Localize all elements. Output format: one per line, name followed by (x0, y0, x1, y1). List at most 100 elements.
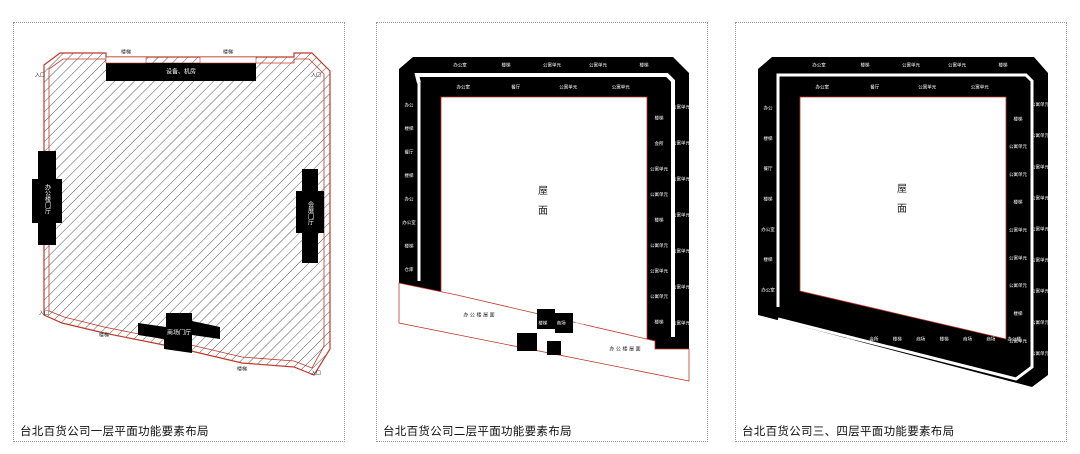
unit-label: 公寓单元 (1009, 338, 1027, 345)
bottom-core-c (517, 333, 537, 351)
unit-label: 公寓单元 (650, 165, 668, 172)
unit-label: 公寓单元 (902, 62, 920, 69)
unit-label: 公寓单元 (672, 104, 690, 111)
floor-3-corridor (776, 73, 1034, 381)
unit-label: 楼梯 (405, 172, 414, 179)
unit-label: 公寓单元 (650, 268, 668, 275)
unit-label: 公寓单元 (589, 62, 607, 69)
floor-2-corridor (414, 73, 675, 337)
unit-label: 楼梯 (655, 217, 664, 224)
unit-label: 楼梯 (861, 62, 870, 69)
unit-label: 公寓单元 (1009, 227, 1027, 234)
unit-label: 公寓单元 (672, 212, 690, 219)
unit-label: 办公室 (457, 84, 471, 91)
unit-label: 公寓单元 (559, 84, 577, 91)
unit-label: 商场 (916, 336, 925, 343)
se-entry-label: 入口 (311, 371, 321, 377)
bottom-stair2-label: 楼梯 (237, 366, 247, 373)
floor-3-unit-labels: 办公室楼梯公寓单元公寓单元楼梯办公室餐厅公寓单元公寓单元公寓单元公寓单元公寓单元… (761, 62, 1049, 357)
unit-label: 办公室 (797, 336, 811, 343)
unit-label: 公寓单元 (1009, 143, 1027, 150)
bottom-left-label: 办 公 楼 屋 面 (463, 312, 494, 319)
unit-label: 公寓单元 (1031, 319, 1049, 326)
roof-char-1: 屋 (538, 185, 548, 197)
right-core (296, 169, 324, 263)
panel-1-caption: 台北百货公司一层平面功能要素布局 (20, 424, 209, 438)
unit-label: 会所 (520, 320, 529, 327)
unit-label: 公寓单元 (1031, 132, 1049, 139)
unit-label: 楼梯 (575, 320, 584, 327)
unit-label: 公寓单元 (1031, 163, 1049, 170)
roof-char-2: 面 (897, 204, 907, 215)
top-stair-left (105, 56, 147, 64)
floor-2-unit-labels: 办公室楼梯公寓单元公寓单元楼梯办公室餐厅公寓单元公寓单元公寓单元公寓单元公寓单元… (402, 62, 690, 327)
unit-label: 商场 (986, 336, 995, 343)
unit-label: 公寓单元 (1031, 350, 1049, 357)
floor-plan-panel-1: 楼梯 楼梯 设备、机房 办公楼门厅 会展门厅 商场门厅 入口 入口 入口 入口 … (13, 22, 345, 442)
unit-label: 公寓单元 (1009, 254, 1027, 261)
unit-label: 公寓单元 (1009, 171, 1027, 178)
unit-label: 商场 (846, 336, 855, 343)
top-stair-right-label: 楼梯 (223, 49, 233, 56)
unit-label: 餐厅 (764, 165, 773, 172)
unit-label: 公寓单元 (948, 62, 966, 69)
unit-label: 楼梯 (999, 62, 1008, 69)
panel-2-caption: 台北百货公司二层平面功能要素布局 (383, 424, 572, 438)
unit-label: 楼梯 (764, 196, 773, 203)
floor-2-bottom-area (398, 282, 690, 382)
unit-label: 公寓单元 (672, 284, 690, 291)
unit-label: 公寓单元 (1009, 282, 1027, 289)
unit-label: 楼梯 (764, 256, 773, 263)
bottom-right-label: 办 公 楼 屋 面 (609, 346, 640, 353)
unit-label: 仓库 (405, 266, 414, 273)
unit-label: 办公室 (761, 226, 775, 233)
unit-label: 办公楼屋面 (587, 320, 610, 327)
unit-label: 办公 (405, 101, 414, 108)
unit-label: 楼梯 (655, 319, 664, 326)
floor-plan-panel-3: 屋 面 办公室楼梯公寓单元公寓单元楼梯办公室餐厅公寓单元公寓单元公寓单元公寓单元… (735, 22, 1067, 442)
unit-label: 办公室 (402, 219, 416, 226)
unit-label: 办公 (405, 195, 414, 202)
service-label: 设备、机房 (166, 68, 196, 76)
unit-label: 会所 (869, 336, 878, 343)
unit-label: 办公楼 (1008, 336, 1022, 343)
unit-label: 公寓单元 (1031, 288, 1049, 295)
bottom-core-b (555, 313, 573, 333)
roof-char-2: 面 (538, 206, 548, 217)
unit-label: 公寓单元 (672, 176, 690, 183)
floor-1-outline (43, 52, 331, 376)
panel-3-caption: 台北百货公司三、四层平面功能要素布局 (742, 424, 955, 438)
unit-label: 楼梯 (1014, 310, 1023, 317)
roof-char-1: 屋 (897, 183, 907, 195)
unit-label: 公寓单元 (1031, 257, 1049, 264)
unit-label: 公寓单元 (650, 242, 668, 249)
unit-label: 会所 (655, 140, 664, 147)
bottom-core-a (537, 309, 555, 329)
unit-label: 楼梯 (655, 114, 664, 121)
unit-label: 楼梯 (893, 336, 902, 343)
floor-plan-3-drawing: 屋 面 办公室楼梯公寓单元公寓单元楼梯办公室餐厅公寓单元公寓单元公寓单元公寓单元… (758, 57, 1049, 387)
service-block (106, 63, 256, 81)
unit-label: 商场 (557, 320, 566, 327)
floor-plan-2-drawing: 屋 面 办 公 楼 屋 面 办 公 楼 屋 面 办公室楼梯公寓单元公寓单元楼梯办… (398, 57, 690, 382)
sw-entry-label: 入口 (39, 311, 49, 317)
unit-label: 办公室 (812, 62, 826, 69)
unit-label: 楼梯 (764, 135, 773, 142)
unit-label: 楼梯 (1014, 115, 1023, 122)
bottom-stair-label: 楼梯 (99, 332, 109, 339)
floor-3-roof (799, 96, 1007, 340)
unit-label: 楼梯 (405, 242, 414, 249)
unit-label: 餐厅 (405, 148, 414, 155)
unit-label: 办公室 (816, 84, 830, 91)
unit-label: 楼梯 (538, 320, 547, 327)
top-stair-left-label: 楼梯 (121, 49, 131, 56)
unit-label: 公寓单元 (650, 293, 668, 300)
unit-label: 公寓单元 (543, 62, 561, 69)
top-stair-right (199, 56, 257, 64)
unit-label: 楼梯 (1014, 199, 1023, 206)
floor-plan-panel-2: 屋 面 办 公 楼 屋 面 办 公 楼 屋 面 办公室楼梯公寓单元公寓单元楼梯办… (376, 22, 708, 442)
left-core (32, 151, 62, 245)
unit-label: 公寓单元 (650, 191, 668, 198)
unit-label: 楼梯 (940, 336, 949, 343)
bottom-core-d (547, 341, 561, 355)
